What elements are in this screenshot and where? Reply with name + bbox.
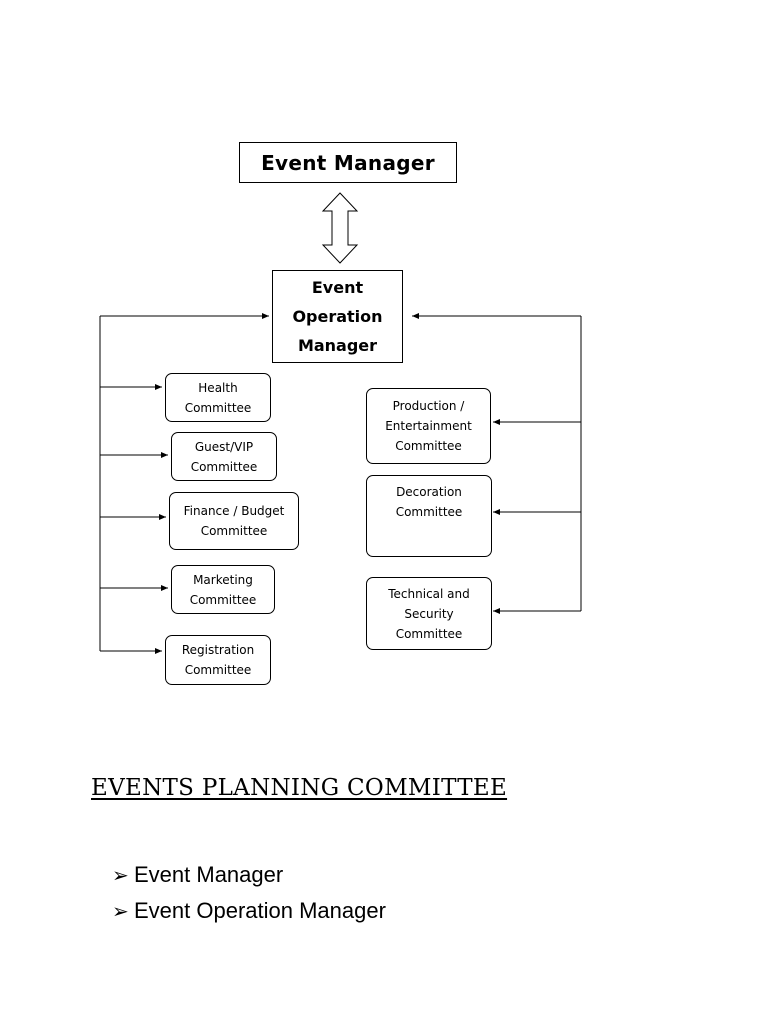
event-manager-label: Event Manager	[261, 150, 435, 175]
marketing-committee-box: Marketing Committee	[171, 565, 275, 614]
section-title: Events Planning Committee	[91, 775, 508, 801]
double-arrow-icon	[321, 192, 359, 264]
committee-label: Decoration Committee	[395, 485, 463, 519]
committee-label: Guest/VIP Committee	[190, 439, 258, 474]
production-entertainment-committee-box: Production / Entertainment Committee	[366, 388, 491, 464]
committee-label: Technical and Security Committee	[388, 586, 470, 641]
registration-committee-box: Registration Committee	[165, 635, 271, 685]
committee-label: Health Committee	[184, 380, 252, 415]
list-item-label: Event Manager	[134, 862, 284, 887]
guest-vip-committee-box: Guest/VIP Committee	[171, 432, 277, 481]
arrowhead-bullet-icon: ➢	[112, 864, 129, 887]
event-manager-box: Event Manager	[239, 142, 457, 183]
finance-budget-committee-box: Finance / Budget Committee	[169, 492, 299, 550]
technical-security-committee-box: Technical and Security Committee	[366, 577, 492, 650]
committee-label: Finance / Budget Committee	[183, 504, 285, 538]
event-operation-manager-box: Event Operation Manager	[272, 270, 403, 363]
committee-label: Registration Committee	[181, 643, 255, 677]
committee-label: Marketing Committee	[189, 572, 257, 607]
committee-label: Production / Entertainment Committee	[385, 399, 472, 453]
committee-list: ➢ Event Manager ➢ Event Operation Manage…	[112, 857, 386, 929]
decoration-committee-box: Decoration Committee	[366, 475, 492, 557]
list-item: ➢ Event Operation Manager	[112, 893, 386, 929]
list-item: ➢ Event Manager	[112, 857, 386, 893]
health-committee-box: Health Committee	[165, 373, 271, 422]
event-operation-manager-label: Event Operation Manager	[292, 278, 383, 355]
arrowhead-bullet-icon: ➢	[112, 900, 129, 923]
list-item-label: Event Operation Manager	[134, 898, 386, 923]
